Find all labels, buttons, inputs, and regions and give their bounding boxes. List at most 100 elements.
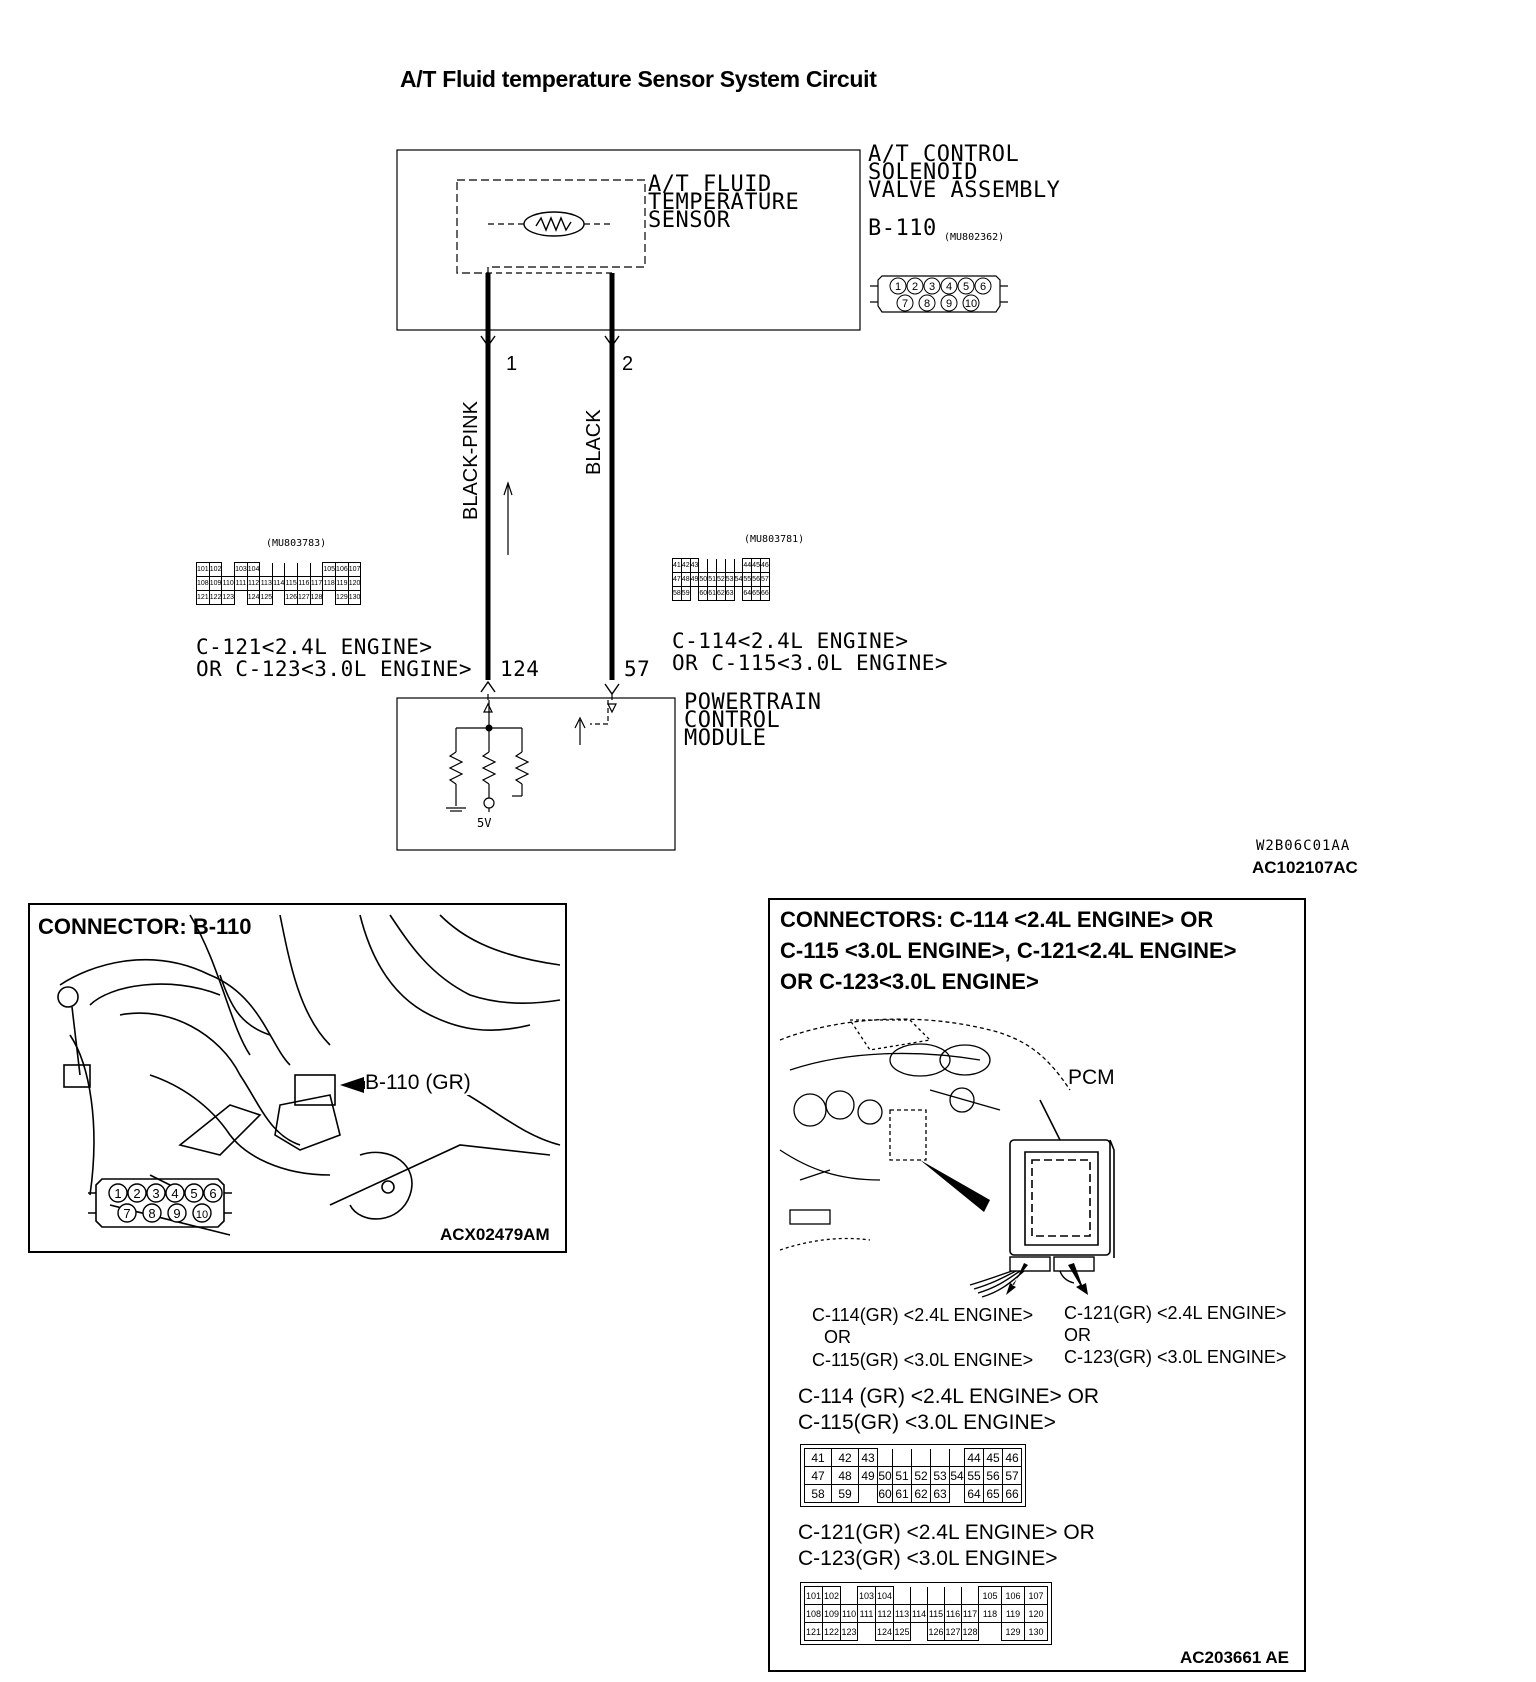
dgrid121-cell: 119 xyxy=(335,576,349,591)
grid121-cell: 101 xyxy=(804,1586,823,1605)
b110-pin-t0: 1 xyxy=(114,1186,121,1201)
resistor-left xyxy=(448,751,464,785)
dgrid121-cell: 105 xyxy=(322,562,337,577)
dgrid114-cell: 42 xyxy=(680,558,691,573)
dgrid114-cell xyxy=(707,558,717,573)
grid121-cell: 127 xyxy=(944,1622,962,1641)
left-conn-label: C-121<2.4L ENGINE> OR C-123<3.0L ENGINE> xyxy=(196,635,473,681)
page-title: A/T Fluid temperature Sensor System Circ… xyxy=(400,66,877,92)
diagram-code-1: W2B06C01AA xyxy=(1256,838,1351,854)
grid121-cell: 116 xyxy=(944,1604,962,1623)
grid121-cell: 118 xyxy=(978,1604,1002,1623)
dgrid121-cell: 110 xyxy=(221,576,236,591)
grid114-cell xyxy=(858,1484,878,1503)
grid114-cell: 43 xyxy=(858,1448,878,1467)
grid121-cell: 124 xyxy=(875,1622,894,1641)
b110-pin-t4: 5 xyxy=(190,1186,197,1201)
grid121-cell: 111 xyxy=(857,1604,876,1623)
conn2-title-1: C-121(GR) <2.4L ENGINE> OR xyxy=(798,1521,1095,1544)
dgrid114-cell: 63 xyxy=(724,586,735,601)
grid114-cell xyxy=(911,1448,931,1467)
dgrid114-cell: 57 xyxy=(759,572,770,587)
grid121-cell: 104 xyxy=(875,1586,894,1605)
sensor-label: A/T FLUID TEMPERATURE SENSOR xyxy=(648,172,800,233)
dgrid114-cell xyxy=(733,558,744,573)
right-conn-label: C-114<2.4L ENGINE> OR C-115<3.0L ENGINE> xyxy=(672,629,949,675)
dgrid114-cell xyxy=(689,586,700,601)
panel-left-title: CONNECTOR: B-110 xyxy=(38,914,252,939)
grid121-cell: 103 xyxy=(857,1586,876,1605)
grid121-cell: 129 xyxy=(1001,1622,1025,1641)
dgrid114-cell xyxy=(733,586,744,601)
dgrid121-cell: 123 xyxy=(221,590,236,605)
grid121-cell xyxy=(927,1586,945,1605)
harness-arrow-right xyxy=(1068,1263,1088,1295)
callout-right-1: C-121(GR) <2.4L ENGINE> xyxy=(1064,1303,1287,1323)
dgrid121-cell: 109 xyxy=(208,576,223,591)
dgrid121-cell: 125 xyxy=(259,590,274,605)
pcm-box xyxy=(396,697,676,851)
dgrid121-cell xyxy=(309,562,324,577)
pcm-pointer-wedge xyxy=(920,1160,990,1212)
pcm-pin-left: 124 xyxy=(500,657,540,681)
vpin-b3: 10 xyxy=(965,298,977,310)
b110-pin-t5: 6 xyxy=(209,1186,216,1201)
harness-arrow-left xyxy=(1006,1263,1028,1295)
junction-dot xyxy=(485,724,493,732)
callout-right-3: C-123(GR) <3.0L ENGINE> xyxy=(1064,1347,1287,1367)
vpin-t3: 4 xyxy=(946,281,952,293)
dgrid114-cell: 49 xyxy=(689,572,700,587)
dgrid121-cell: 102 xyxy=(208,562,223,577)
dgrid121-cell: 107 xyxy=(347,562,362,577)
dgrid121-cell: 126 xyxy=(284,590,298,605)
grid114-cell xyxy=(949,1448,965,1467)
grid121-cell: 119 xyxy=(1001,1604,1025,1623)
connectors-pcm-panel: CONNECTORS: C-114 <2.4L ENGINE> OR C-115… xyxy=(768,898,1306,1672)
valve-assembly-box xyxy=(396,149,861,331)
dgrid114-cell xyxy=(724,558,735,573)
dgrid114-cell: 47 xyxy=(672,572,682,587)
dgrid114-cell: 62 xyxy=(715,586,726,601)
dgrid114-cell: 50 xyxy=(698,572,709,587)
grid121-cell: 106 xyxy=(1001,1586,1025,1605)
dgrid121-cell xyxy=(272,562,286,577)
grid114-cell xyxy=(892,1448,912,1467)
grid114-cell: 50 xyxy=(877,1466,893,1485)
dgrid114-cell: 55 xyxy=(742,572,753,587)
grid121-cell: 102 xyxy=(822,1586,841,1605)
b110-pin-t3: 4 xyxy=(171,1186,178,1201)
grid121-cell: 126 xyxy=(927,1622,945,1641)
grid114-cell: 55 xyxy=(964,1466,984,1485)
dgrid121-cell: 120 xyxy=(347,576,362,591)
conn1-title-1: C-114 (GR) <2.4L ENGINE> OR xyxy=(798,1385,1100,1408)
left-conn-part-no: (MU803783) xyxy=(266,538,327,549)
dgrid121-cell: 130 xyxy=(347,590,362,605)
b110-connector-icon xyxy=(88,1178,232,1228)
vpin-t1: 2 xyxy=(912,281,918,293)
voltage-label: 5V xyxy=(477,816,492,830)
grid121-cell: 123 xyxy=(840,1622,858,1641)
grid121-cell: 109 xyxy=(822,1604,841,1623)
grid114-cell: 48 xyxy=(831,1466,859,1485)
grid114-cell: 51 xyxy=(892,1466,912,1485)
grid114-cell: 60 xyxy=(877,1484,893,1503)
dgrid121-cell: 113 xyxy=(259,576,274,591)
circuit-diagram: 1 2 3 4 5 6 7 8 9 10 BLACK-PINK BLACK 1 … xyxy=(396,149,1008,851)
valve-part-no: (MU802362) xyxy=(944,232,1005,243)
b110-pin-b3: 10 xyxy=(196,1209,208,1221)
b110-pin-b1: 8 xyxy=(148,1206,155,1221)
grid114-cell xyxy=(930,1448,950,1467)
dgrid121-cell: 117 xyxy=(309,576,324,591)
dgrid121-cell: 112 xyxy=(246,576,261,591)
vpin-t2: 3 xyxy=(929,281,935,293)
wire2-color-label: BLACK xyxy=(583,409,605,475)
grid121-cell: 110 xyxy=(840,1604,858,1623)
valve-connector-id: B-110 xyxy=(868,216,937,241)
dgrid121-cell: 127 xyxy=(296,590,311,605)
grid114-cell: 65 xyxy=(983,1484,1003,1503)
dgrid121-cell xyxy=(234,590,248,605)
grid121-cell: 117 xyxy=(961,1604,979,1623)
dgrid121-cell: 104 xyxy=(246,562,261,577)
